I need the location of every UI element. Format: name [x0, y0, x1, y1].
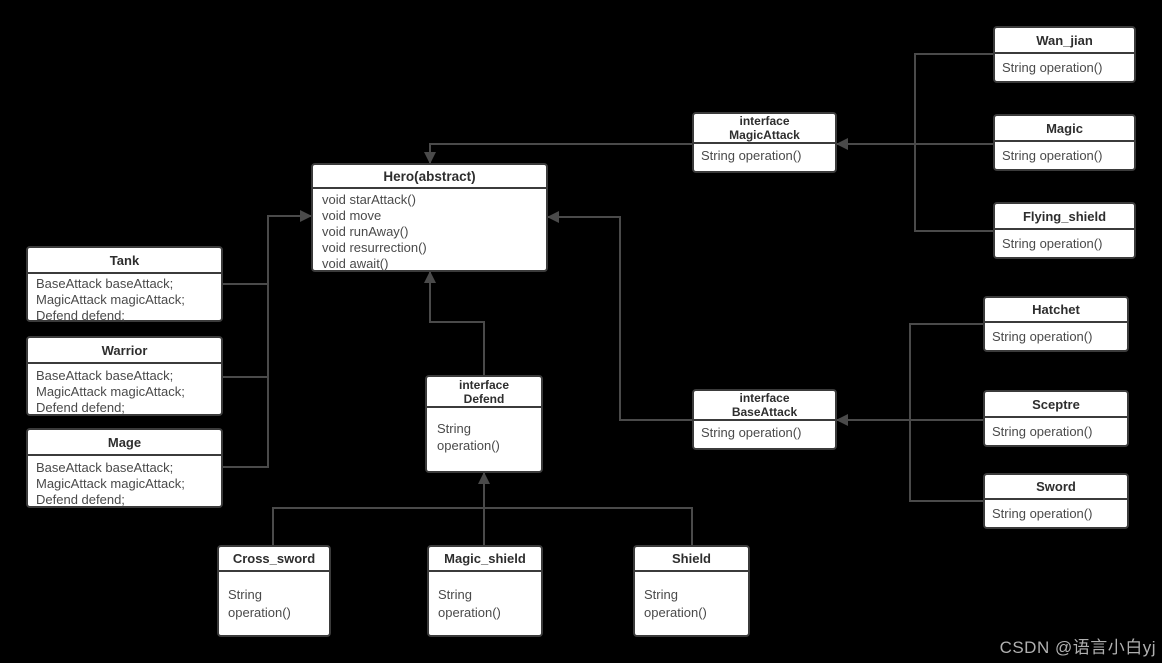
member-line: MagicAttack magicAttack;: [36, 292, 185, 307]
class-title: Shield: [635, 547, 748, 572]
interface-base-attack: interface BaseAttack String operation(): [692, 389, 837, 450]
class-title: Warrior: [28, 338, 221, 364]
class-members: String operation(): [427, 408, 541, 466]
member-line: String operation(): [438, 587, 501, 620]
class-members: String operation(): [985, 500, 1127, 527]
class-sceptre: Sceptre String operation(): [983, 390, 1129, 447]
class-sword: Sword String operation(): [983, 473, 1129, 529]
class-members: String operation(): [429, 572, 541, 636]
interface-defend: interface Defend String operation(): [425, 375, 543, 473]
class-title: Sword: [985, 475, 1127, 500]
member-line: void resurrection(): [322, 240, 427, 255]
class-members: String operation(): [995, 142, 1134, 169]
member-line: String operation(): [701, 425, 802, 440]
class-members: String operation(): [995, 54, 1134, 81]
class-members: void starAttack() void move void runAway…: [313, 189, 546, 275]
class-hatchet: Hatchet String operation(): [983, 296, 1129, 352]
class-mage: Mage BaseAttack baseAttack; MagicAttack …: [26, 428, 223, 508]
stereotype-label: interface: [739, 114, 790, 128]
member-line: BaseAttack baseAttack;: [36, 460, 174, 475]
stereotype-label: interface: [458, 377, 510, 392]
class-shield: Shield String operation(): [633, 545, 750, 637]
interface-magic-attack: interface MagicAttack String operation(): [692, 112, 837, 173]
class-title: Flying_shield: [995, 204, 1134, 230]
class-tank: Tank BaseAttack baseAttack; MagicAttack …: [26, 246, 223, 323]
member-line: String operation(): [1002, 236, 1103, 251]
member-line: String operation(): [228, 587, 291, 620]
edge-defend-to-hero: [424, 271, 485, 375]
member-line: String operation(): [992, 329, 1093, 344]
member-line: MagicAttack magicAttack;: [36, 476, 185, 491]
class-title: Magic: [995, 116, 1134, 142]
class-members: String operation(): [995, 230, 1134, 257]
member-line: MagicAttack magicAttack;: [36, 384, 185, 399]
class-members: BaseAttack baseAttack; MagicAttack magic…: [28, 274, 221, 326]
class-members: BaseAttack baseAttack; MagicAttack magic…: [28, 456, 221, 512]
class-title: Magic_shield: [429, 547, 541, 572]
class-members: BaseAttack baseAttack; MagicAttack magic…: [28, 364, 221, 420]
class-members: String operation(): [985, 323, 1127, 350]
member-line: void await(): [322, 256, 389, 271]
class-members: String operation(): [219, 572, 329, 636]
class-title: interface Defend: [427, 377, 541, 408]
class-magic-shield: Magic_shield String operation(): [427, 545, 543, 637]
member-line: BaseAttack baseAttack;: [36, 368, 174, 383]
class-title: Sceptre: [985, 392, 1127, 418]
class-members: String operation(): [694, 144, 835, 169]
edge-hatchet-sword-trunk: [909, 323, 983, 502]
stereotype-label: interface: [739, 391, 790, 405]
class-title: interface BaseAttack: [694, 391, 835, 421]
member-line: String operation(): [992, 424, 1093, 439]
class-members: String operation(): [635, 572, 748, 636]
member-line: String operation(): [644, 587, 707, 620]
class-cross-sword: Cross_sword String operation(): [217, 545, 331, 637]
class-title: Mage: [28, 430, 221, 456]
member-line: Defend defend;: [36, 400, 125, 415]
member-line: void starAttack(): [322, 192, 416, 207]
class-title: Hatchet: [985, 298, 1127, 323]
member-line: String operation(): [992, 506, 1093, 521]
member-line: BaseAttack baseAttack;: [36, 276, 174, 291]
member-line: void move: [322, 208, 382, 223]
class-hero-abstract: Hero(abstract) void starAttack() void mo…: [311, 163, 548, 272]
member-line: String operation(): [1002, 60, 1103, 75]
csdn-watermark: CSDN @语言小白yj: [999, 638, 1156, 657]
class-warrior: Warrior BaseAttack baseAttack; MagicAtta…: [26, 336, 223, 416]
class-members: String operation(): [985, 418, 1127, 445]
edge-wanjian-flyingshield-trunk: [914, 53, 993, 232]
edge-tank-to-hero: [223, 210, 312, 285]
class-flying-shield: Flying_shield String operation(): [993, 202, 1136, 259]
class-title: Wan_jian: [995, 28, 1134, 54]
class-title: Cross_sword: [219, 547, 329, 572]
member-line: Defend defend;: [36, 308, 125, 323]
edge-bottom-trunk: [272, 507, 693, 545]
edge-mage-stub: [223, 284, 269, 468]
member-line: void runAway(): [322, 224, 409, 239]
edge-magicattack-to-hero: [424, 143, 692, 164]
member-line: String operation(): [1002, 148, 1103, 163]
member-line: String operation(): [701, 148, 802, 163]
class-wan-jian: Wan_jian String operation(): [993, 26, 1136, 83]
member-line: Defend defend;: [36, 492, 125, 507]
class-title: interface MagicAttack: [694, 114, 835, 144]
member-line: String operation(): [437, 421, 500, 453]
class-members: String operation(): [694, 421, 835, 446]
edge-baseattack-to-hero: [547, 211, 692, 421]
class-title: Tank: [28, 248, 221, 274]
class-title: Hero(abstract): [313, 165, 546, 189]
class-magic: Magic String operation(): [993, 114, 1136, 171]
